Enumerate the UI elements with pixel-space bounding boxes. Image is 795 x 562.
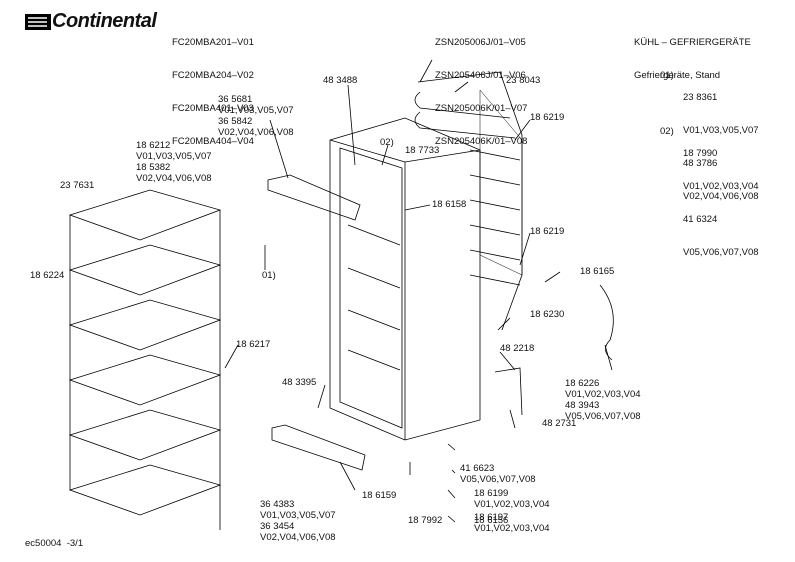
note-line: 23 8361 <box>683 92 718 103</box>
part-label-186219-mid: 18 6219 <box>530 226 565 237</box>
part-label-482218: 48 2218 <box>500 343 535 354</box>
code-list: ZSN205006J/01–V05 ZSN205406J/01–V06 ZSN2… <box>435 15 527 158</box>
category-block: KÜHL – GEFRIERGERÄTE Gefriergeräte, Stan… <box>634 15 751 92</box>
part-label-187733: 18 7733 <box>405 145 440 156</box>
note-line: 18 7990 <box>683 148 718 159</box>
model-item: FC20MBA201–V01 <box>172 37 254 48</box>
cabinet-body <box>329 117 481 441</box>
part-label-187992: 18 7992 <box>408 515 443 526</box>
note-line: V01,V02,V03,V04 <box>683 181 759 192</box>
evaporator-shelves <box>68 189 222 530</box>
part-label-186224: 18 6224 <box>30 270 65 281</box>
note-label: 01) <box>660 70 674 81</box>
footer-code: ec50004 -3/1 <box>25 538 84 549</box>
note-line: 48 3786 <box>683 158 718 169</box>
note-line: V05,V06,V07,V08 <box>683 247 759 258</box>
model-item: FC20MBA401–V03 <box>172 103 254 114</box>
power-cord <box>599 284 614 361</box>
code-item: ZSN205406J/01–V06 <box>435 70 526 81</box>
part-label-482731: 48 2731 <box>542 418 577 429</box>
code-item: ZSN205006J/01–V05 <box>435 37 526 48</box>
part-label-186219-top: 18 6219 <box>530 112 565 123</box>
code-item: ZSN205406K/01–V08 <box>435 136 528 147</box>
brand-logo-icon <box>25 14 51 30</box>
part-label-02: 02) <box>380 137 394 148</box>
part-label-237631: 23 7631 <box>60 180 95 191</box>
note-label: 02) <box>660 126 674 137</box>
part-label-186156: 18 6156 <box>474 515 509 526</box>
brand-name: Continental <box>52 10 157 32</box>
control-panel-part <box>267 174 361 221</box>
part-label-186165: 18 6165 <box>580 266 615 277</box>
part-label-186159: 18 6159 <box>362 490 397 501</box>
condenser-coil <box>414 71 523 331</box>
part-label-483488: 48 3488 <box>323 75 358 86</box>
leader-lines <box>224 59 613 523</box>
part-label-01: 01) <box>262 270 276 281</box>
part-label-186217: 18 6217 <box>236 339 271 350</box>
model-item: FC20MBA204–V02 <box>172 70 254 81</box>
model-item: FC20MBA404–V04 <box>172 136 254 147</box>
part-label-238043: 23 8043 <box>506 75 541 86</box>
part-label-186158: 18 6158 <box>432 199 467 210</box>
note-block: 18 7990 V01,V02,V03,V04 41 6324 V05,V06,… <box>683 126 759 269</box>
drain-pipe <box>494 367 523 416</box>
code-item: ZSN205006K/01–V07 <box>435 103 528 114</box>
model-list: FC20MBA201–V01 FC20MBA204–V02 FC20MBA401… <box>172 15 254 158</box>
note-line: V01,V03,V05,V07 <box>683 125 759 136</box>
note-line: 41 6324 <box>683 214 718 225</box>
part-label-483395: 48 3395 <box>282 377 317 388</box>
note-block: 23 8361 V01,V03,V05,V07 48 3786 V02,V04,… <box>683 70 759 213</box>
part-label-186230: 18 6230 <box>530 309 565 320</box>
category-subtitle: Gefriergeräte, Stand <box>634 70 721 81</box>
category-title: KÜHL – GEFRIERGERÄTE <box>634 37 751 48</box>
plinth-part <box>271 424 366 471</box>
note-line: V02,V04,V06,V08 <box>683 191 759 202</box>
